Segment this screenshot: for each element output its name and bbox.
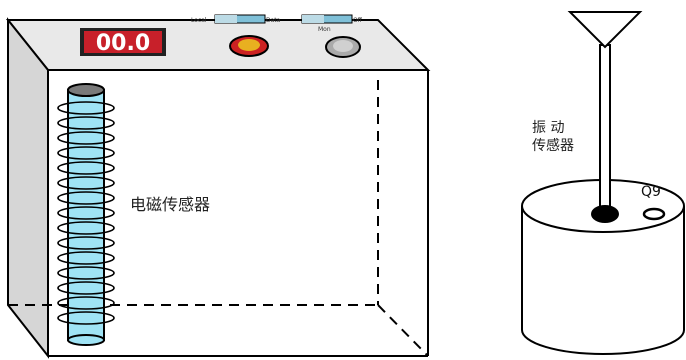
left-toggle-switch[interactable]: Local Data — [191, 14, 281, 24]
right-toggle-switch[interactable]: Off Mon — [301, 14, 363, 33]
funnel-icon — [567, 11, 643, 49]
coil-winding — [57, 101, 115, 115]
gray-knob[interactable] — [325, 36, 361, 58]
electromagnetic-sensor-label: 电磁传感器 — [130, 195, 210, 214]
coil-icon — [57, 83, 115, 346]
hidden-edges — [8, 80, 429, 357]
led-display: 00.0 — [80, 28, 166, 56]
coil-winding — [57, 236, 115, 250]
box-top-face — [5, 19, 431, 71]
coil-winding — [57, 131, 115, 145]
switch-label-mon: Mon — [318, 26, 331, 33]
sensor-rod — [599, 44, 611, 214]
sensor-box: 00.0 Local Data Off Mon — [5, 14, 431, 359]
coil-winding — [57, 311, 115, 325]
coil-winding — [57, 281, 115, 295]
q9-label: Q9 — [641, 184, 661, 200]
rod-base — [591, 205, 619, 223]
coil-winding — [57, 251, 115, 265]
coil-winding — [57, 176, 115, 190]
coil-winding — [57, 161, 115, 175]
sensor-cylinder — [521, 206, 685, 355]
coil-winding — [57, 116, 115, 130]
vibration-sensor-label-line2: 传感器 — [532, 137, 574, 154]
coil-winding — [57, 146, 115, 160]
display-value: 00.0 — [96, 31, 150, 56]
coil-winding — [57, 191, 115, 205]
coil-winding — [57, 266, 115, 280]
switch-label-data: Data — [266, 17, 281, 24]
vibration-sensor: Q9 振 动 传感器 — [521, 11, 685, 355]
vibration-sensor-label-line1: 振 动 — [532, 120, 564, 136]
coil-winding — [57, 296, 115, 310]
switch-label-local: Local — [191, 17, 207, 24]
switch-label-off: Off — [353, 17, 363, 24]
q9-port[interactable] — [642, 207, 666, 221]
red-knob[interactable] — [229, 35, 269, 57]
coil-winding — [57, 221, 115, 235]
coil-winding — [57, 206, 115, 220]
